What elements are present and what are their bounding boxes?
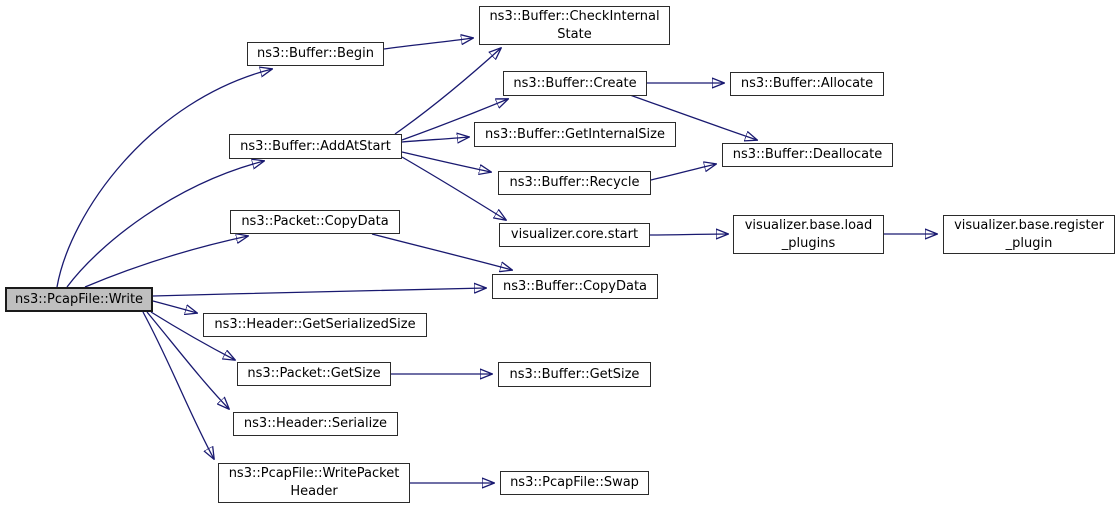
edge-addatstart-core-start	[401, 156, 506, 220]
node-ns3-pcapfile-writepacketheader[interactable]: ns3::PcapFile::WritePacket Header	[218, 463, 410, 503]
edge-begin-checkinternalstate	[383, 38, 473, 50]
node-ns3-buffer-getsize[interactable]: ns3::Buffer::GetSize	[498, 362, 651, 387]
node-ns3-packet-copydata[interactable]: ns3::Packet::CopyData	[230, 210, 400, 234]
edge-addatstart-recycle	[401, 151, 491, 172]
edge-create-deallocate	[629, 94, 757, 140]
node-ns3-buffer-checkinternalstate[interactable]: ns3::Buffer::CheckInternal State	[479, 6, 670, 45]
edge-write-packet-getsize	[150, 311, 235, 360]
node-ns3-buffer-create[interactable]: ns3::Buffer::Create	[503, 71, 647, 96]
edge-recycle-deallocate	[650, 164, 716, 181]
edge-write-writepacketheader	[142, 311, 214, 459]
node-visualizer-base-load-plugins[interactable]: visualizer.base.load _plugins	[733, 215, 884, 254]
node-visualizer-base-register-plugin[interactable]: visualizer.base.register _plugin	[943, 215, 1115, 254]
node-ns3-pcapfile-write: ns3::PcapFile::Write	[5, 287, 153, 312]
node-ns3-header-getserializedsize[interactable]: ns3::Header::GetSerializedSize	[203, 313, 427, 337]
edge-addatstart-create	[401, 99, 508, 141]
node-ns3-buffer-addatstart[interactable]: ns3::Buffer::AddAtStart	[229, 134, 402, 159]
node-ns3-buffer-deallocate[interactable]: ns3::Buffer::Deallocate	[722, 143, 893, 167]
edge-packet-copydata-buffer-copydata	[371, 233, 512, 270]
node-ns3-pcapfile-swap[interactable]: ns3::PcapFile::Swap	[500, 471, 649, 495]
edge-write-getserializedsize	[152, 300, 197, 313]
node-ns3-buffer-copydata[interactable]: ns3::Buffer::CopyData	[492, 274, 658, 299]
node-ns3-buffer-getinternalsize[interactable]: ns3::Buffer::GetInternalSize	[474, 122, 676, 147]
edge-write-buffer-copydata	[152, 288, 486, 297]
node-ns3-buffer-recycle[interactable]: ns3::Buffer::Recycle	[498, 171, 651, 195]
node-ns3-header-serialize[interactable]: ns3::Header::Serialize	[233, 412, 398, 436]
edge-write-packet-copydata	[84, 236, 248, 288]
edge-write-begin	[56, 69, 272, 288]
node-visualizer-core-start[interactable]: visualizer.core.start	[499, 223, 650, 247]
edge-write-addatstart	[66, 161, 264, 288]
edge-addatstart-getinternalsize	[401, 137, 469, 142]
edge-addatstart-checkinternalstate	[394, 48, 501, 135]
node-ns3-packet-getsize[interactable]: ns3::Packet::GetSize	[237, 362, 391, 386]
edge-core-start-load-plugins	[649, 234, 728, 235]
node-ns3-buffer-begin[interactable]: ns3::Buffer::Begin	[247, 42, 384, 66]
edge-write-serialize	[146, 311, 229, 409]
node-ns3-buffer-allocate[interactable]: ns3::Buffer::Allocate	[730, 72, 884, 96]
